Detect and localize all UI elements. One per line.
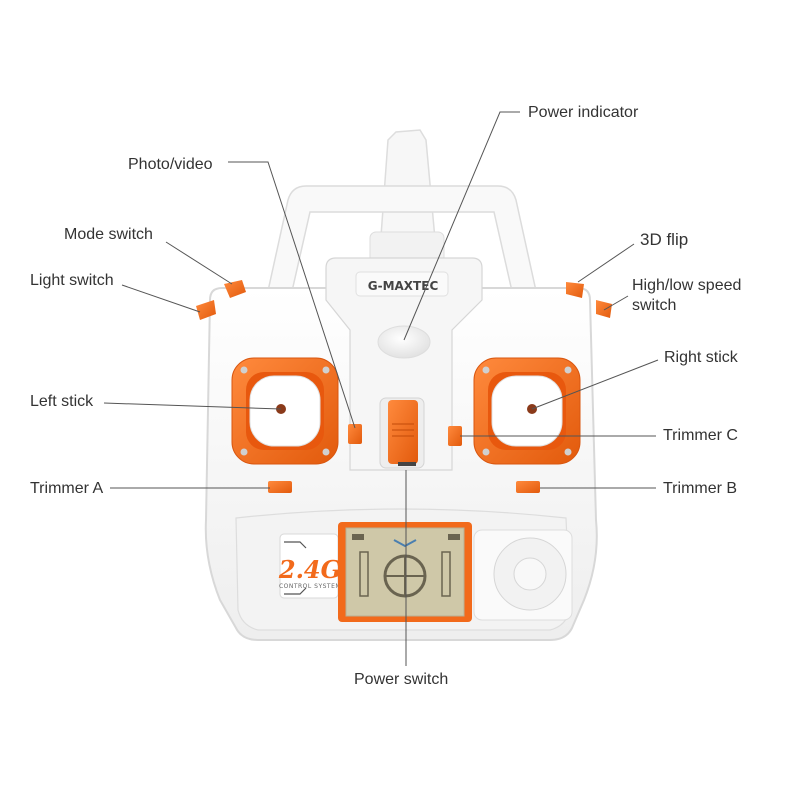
power-switch-label: Power switch bbox=[354, 671, 449, 688]
leader-lines bbox=[103, 111, 659, 666]
leader-left-stick bbox=[103, 402, 282, 410]
leader-3d-flip bbox=[577, 243, 635, 283]
light-switch-label: Light switch bbox=[30, 272, 114, 289]
power-switch[interactable] bbox=[379, 397, 425, 469]
trimmer-b-button[interactable] bbox=[516, 481, 540, 493]
leader-photo-video bbox=[228, 161, 356, 429]
flip-3d-label: 3D flip bbox=[640, 230, 689, 249]
leader-mode-switch bbox=[165, 241, 233, 285]
mode-switch-label: Mode switch bbox=[64, 226, 153, 243]
photo-video-button[interactable] bbox=[348, 424, 362, 444]
power-indicator-light bbox=[377, 325, 431, 359]
trimmer-a-button[interactable] bbox=[268, 481, 292, 493]
band-label: 2.4G bbox=[278, 555, 341, 584]
leader-right-stick bbox=[531, 359, 659, 410]
right-stick[interactable] bbox=[473, 357, 581, 465]
left-stick-label: Left stick bbox=[30, 393, 94, 410]
trimmer-c-button[interactable] bbox=[448, 426, 462, 446]
leader-speed-switch bbox=[603, 295, 629, 311]
flip-3d-button[interactable] bbox=[566, 282, 584, 298]
left-stick[interactable] bbox=[231, 357, 339, 465]
band-badge bbox=[279, 533, 339, 599]
right-stick-label: Right stick bbox=[664, 349, 738, 366]
photo-video-label: Photo/video bbox=[128, 156, 213, 173]
system-label: CONTROL SYSTEM bbox=[279, 583, 341, 590]
lcd-screen bbox=[338, 522, 472, 622]
brand-logo: G-MAXTEC bbox=[368, 279, 439, 293]
leader-power-indicator bbox=[403, 111, 520, 341]
speed-switch-button[interactable] bbox=[596, 300, 612, 318]
power-indicator-label: Power indicator bbox=[528, 104, 639, 121]
light-switch-button[interactable] bbox=[196, 300, 216, 320]
direction-pad bbox=[473, 529, 573, 621]
leader-light-switch bbox=[121, 284, 201, 313]
speed-switch-label: High/low speed switch bbox=[632, 277, 742, 314]
trimmer-a-label: Trimmer A bbox=[30, 480, 104, 497]
trimmer-c-label: Trimmer C bbox=[663, 427, 738, 444]
mode-switch-button[interactable] bbox=[224, 280, 246, 298]
trimmer-b-label: Trimmer B bbox=[663, 480, 738, 497]
